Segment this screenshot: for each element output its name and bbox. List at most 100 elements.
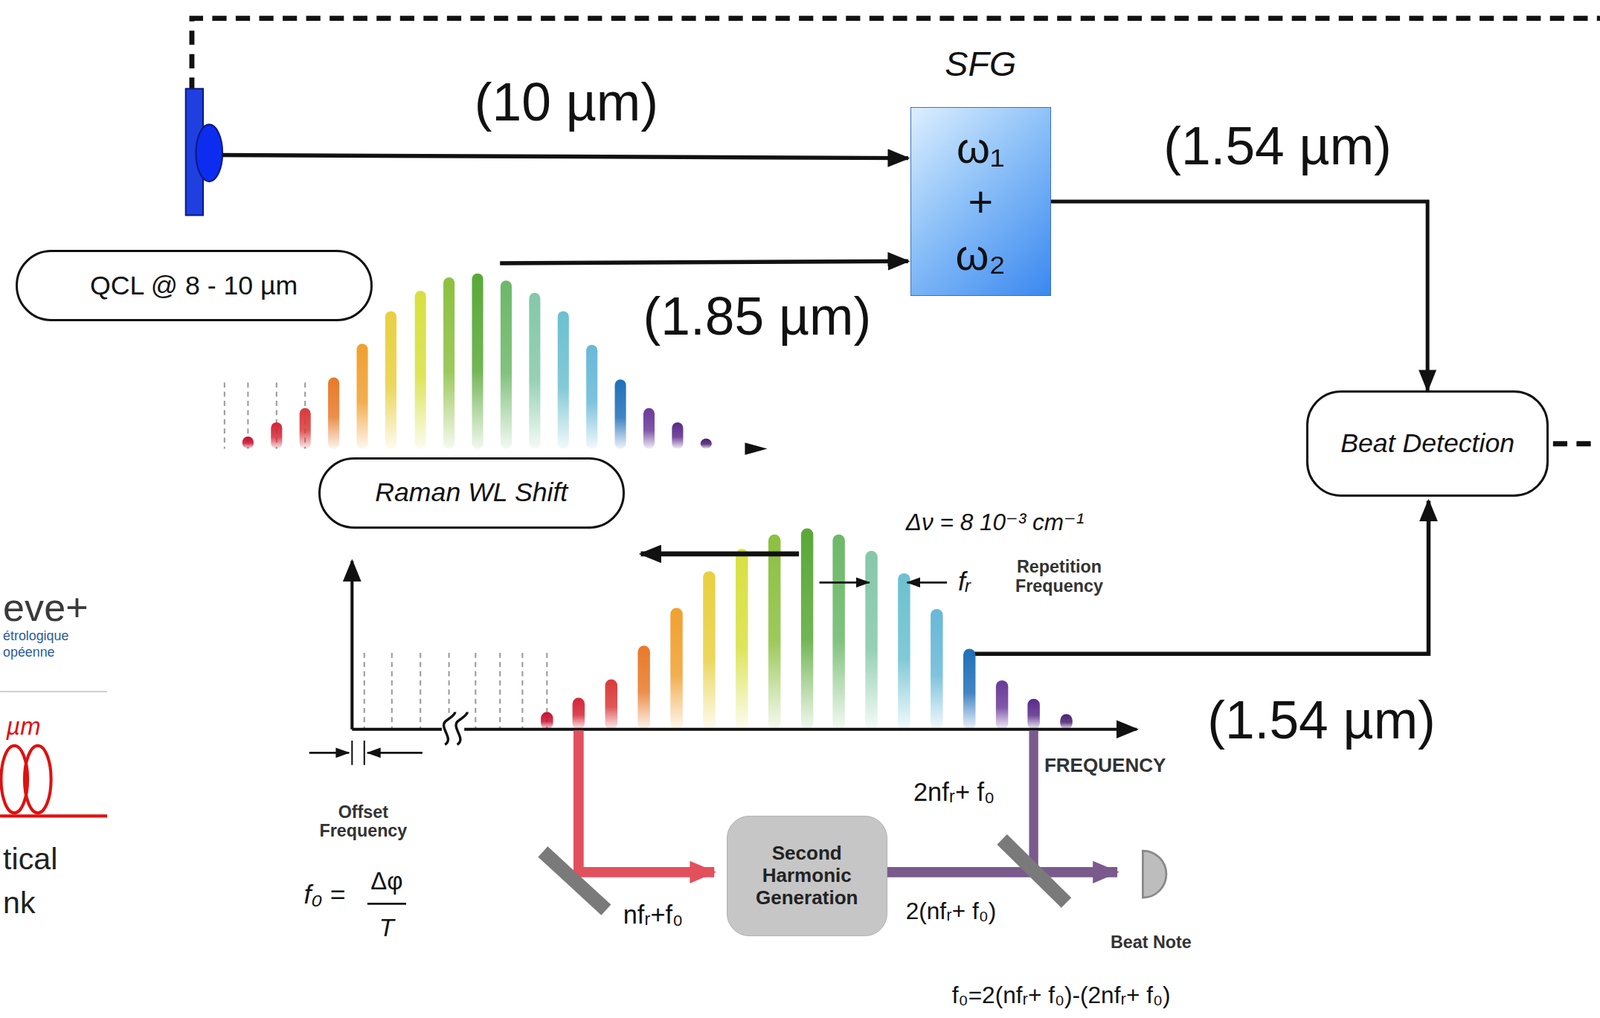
comb-tooth [996, 680, 1008, 730]
comb-tooth [471, 273, 483, 450]
comb-tooth [615, 379, 627, 449]
annotation: eve+ [2, 586, 88, 630]
comb-tooth [242, 436, 254, 449]
annotation: f₀=2(nfᵣ+ f₀)-(2nfᵣ+ f₀) [952, 981, 1171, 1008]
comb-line [499, 653, 501, 730]
comb-tooth [671, 422, 683, 450]
dashed-feedback-line [191, 18, 1600, 210]
comb-tooth [385, 310, 397, 449]
comb-tooth [299, 408, 311, 450]
comb-tooth [443, 277, 455, 449]
comb-tooth [735, 548, 748, 730]
fraction-bar [367, 903, 407, 906]
comb-line [391, 653, 393, 730]
comb-tooth [528, 293, 541, 450]
comb-tooth [637, 645, 650, 729]
comb-tooth [604, 679, 617, 730]
purple-beam [877, 867, 1118, 878]
offset-tick [351, 740, 364, 766]
comb-tooth [328, 377, 340, 450]
comb-tooth [1059, 714, 1072, 730]
comb-line [223, 382, 226, 449]
connector [1051, 201, 1428, 391]
axis-break [444, 711, 468, 745]
detector-box: Beat Detection [1306, 390, 1549, 497]
annotation: Repetition Frequency [995, 558, 1123, 597]
comb-tooth [768, 534, 781, 730]
comb-tooth [832, 534, 845, 730]
fiber-loop [24, 746, 52, 814]
comb-tooth [415, 290, 427, 450]
annotation: 2nfᵣ+ f₀ [913, 778, 995, 808]
comb-tooth [356, 343, 368, 449]
annotation: f₀ = [303, 881, 346, 911]
comb-line [474, 653, 477, 730]
annotation: Δν = 8 10⁻³ cm⁻¹ [905, 509, 1084, 536]
comb-line [363, 653, 366, 730]
comb-tooth [572, 697, 585, 730]
comb-line [521, 653, 523, 730]
annotation: Δφ [370, 868, 403, 895]
laser-lens [195, 124, 223, 182]
process-box: Raman WL Shift [318, 457, 625, 529]
annotation: Beat Note [1110, 933, 1192, 953]
comb-tooth [865, 551, 877, 730]
comb-tooth [801, 528, 814, 730]
comb-tooth [586, 345, 598, 450]
fiber-line [0, 814, 108, 818]
comb-tooth [557, 310, 570, 449]
comb-tooth [670, 608, 683, 730]
wavelength-label: (1.54 µm) [1163, 116, 1392, 175]
spacing-arrow [907, 581, 947, 584]
comb-tooth [540, 711, 553, 729]
wavelength-label: (1.85 µm) [643, 287, 872, 346]
annotation: tical [2, 843, 58, 877]
wavelength-label: (10 µm) [474, 72, 659, 131]
comb-tooth [270, 422, 282, 450]
annotation: 2(nfᵣ+ f₀) [905, 898, 997, 925]
red-beam [578, 730, 715, 873]
comb-tooth [897, 573, 910, 730]
mirror [1001, 839, 1066, 904]
logo-separator [0, 691, 108, 693]
comb-tooth [963, 648, 976, 729]
annotation: µm [5, 713, 41, 741]
mirror [543, 851, 607, 910]
beam-arrow [222, 155, 909, 159]
annotation: T [379, 914, 395, 942]
comb-tooth [643, 408, 655, 450]
offset-arrow [367, 752, 423, 755]
source-box: QCL @ 8 - 10 µm [15, 249, 373, 322]
node-text: Raman WL Shift [374, 477, 568, 509]
annotation: Offset Frequency [309, 803, 417, 842]
comb-tooth [930, 609, 943, 730]
axis [351, 728, 1137, 732]
annotation: FREQUENCY [1044, 754, 1167, 777]
beam-arrow [499, 261, 909, 264]
node-heading: SFG [911, 44, 1051, 85]
offset-arrow [309, 752, 349, 755]
comb-tooth [500, 280, 512, 449]
node-text: Second Harmonic Generation [739, 842, 875, 910]
frequency-comb [364, 528, 1073, 730]
comb-tooth [702, 571, 715, 730]
annotation: opéenne [2, 645, 55, 661]
annotation: nfᵣ+f₀ [623, 901, 684, 930]
wavelength-label: (1.54 µm) [1207, 691, 1436, 750]
annotation: étrologique [2, 629, 69, 645]
annotation: fᵣ [958, 568, 971, 598]
detector [1142, 850, 1167, 898]
dashed-feedback-line [1553, 441, 1600, 447]
purple-beam [1028, 730, 1038, 873]
spacing-arrow [819, 581, 870, 584]
shift-arrow [641, 551, 800, 557]
comb-tooth [1027, 699, 1040, 730]
annotation: nk [2, 887, 35, 921]
axis-tip [744, 442, 767, 455]
process-box: Second Harmonic Generation [726, 815, 888, 937]
sfg-crystal: SFGω₁ + ω₂ [910, 107, 1052, 297]
node-text: QCL @ 8 - 10 µm [90, 270, 298, 302]
node-text: Beat Detection [1340, 428, 1515, 459]
axis [350, 560, 354, 729]
